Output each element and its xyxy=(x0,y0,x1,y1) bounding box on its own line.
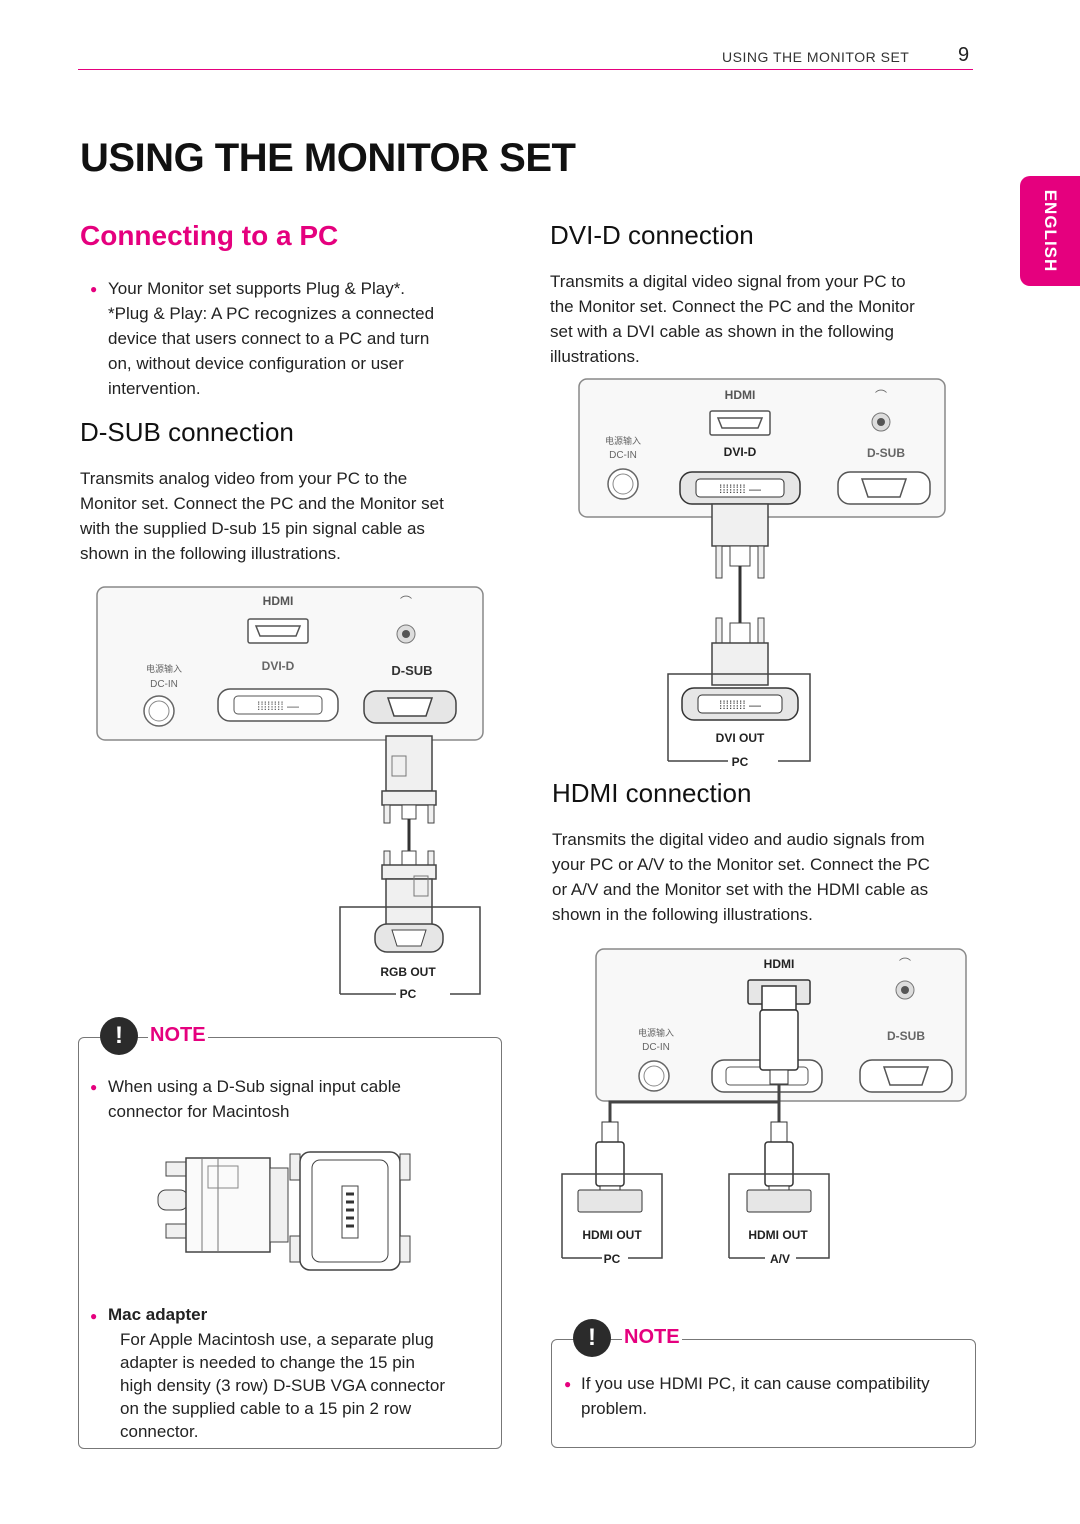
plug-play-text: Your Monitor set supports Plug & Play*. xyxy=(108,279,406,298)
bullet-icon: ● xyxy=(90,1080,98,1094)
text-line: If you use HDMI PC, it can cause compati… xyxy=(581,1374,930,1393)
section-heading-hdmi: HDMI connection xyxy=(552,778,752,808)
note-box-left xyxy=(78,1037,502,1449)
text-line: with the supplied D-sub 15 pin signal ca… xyxy=(80,519,425,538)
dcin-label: DC-IN xyxy=(150,679,178,690)
note-icon: ! xyxy=(100,1017,138,1055)
av-label: A/V xyxy=(770,1252,790,1266)
text-line: on the supplied cable to a 15 pin 2 row xyxy=(120,1399,412,1418)
page-number: 9 xyxy=(958,44,970,66)
text-line: high density (3 row) D-SUB VGA connector xyxy=(120,1376,446,1395)
footnote-line: on, without device configuration or user xyxy=(108,354,404,373)
headphone-icon: ⌒ xyxy=(899,957,911,971)
mac-adapter-illustration xyxy=(157,1151,411,1271)
text-line: set with a DVI cable as shown in the fol… xyxy=(550,322,894,341)
pc-label: PC xyxy=(604,1252,621,1266)
text-line: Transmits a digital video signal from yo… xyxy=(550,272,906,291)
dcin-cn-label: 电源输入 xyxy=(605,435,641,446)
language-tab: ENGLISH xyxy=(1020,176,1080,286)
text-line: the Monitor set. Connect the PC and the … xyxy=(550,297,915,316)
pc-label: PC xyxy=(732,755,749,769)
section-heading-dsub: D-SUB connection xyxy=(80,417,294,447)
text-line: shown in the following illustrations. xyxy=(80,544,341,563)
footnote-line: device that users connect to a PC and tu… xyxy=(108,329,430,348)
header-rule xyxy=(78,69,973,70)
text-line: Transmits analog video from your PC to t… xyxy=(80,469,408,488)
text-line: shown in the following illustrations. xyxy=(552,905,813,924)
hdmi-port-label: HDMI xyxy=(725,388,756,402)
text-line: When using a D-Sub signal input cable xyxy=(108,1077,401,1096)
dsub-port-label: D-SUB xyxy=(867,446,905,460)
hdmi-description: Transmits the digital video and audio si… xyxy=(552,827,982,927)
dsub-port-label: D-SUB xyxy=(887,1029,925,1043)
note-box-right xyxy=(551,1339,976,1448)
svg-text:⁞⁞⁞⁞⁞⁞⁞⁞ —: ⁞⁞⁞⁞⁞⁞⁞⁞ — xyxy=(257,699,299,713)
dvi-out-label: DVI OUT xyxy=(716,731,765,745)
headphone-icon: ⌒ xyxy=(400,595,412,609)
dvid-port-label: DVI-D xyxy=(262,659,295,673)
text-line: illustrations. xyxy=(550,347,640,366)
dsub-port-label: D-SUB xyxy=(391,663,432,678)
footnote-line: *Plug & Play: A PC recognizes a connecte… xyxy=(108,304,435,323)
text-line: your PC or A/V to the Monitor set. Conne… xyxy=(552,855,930,874)
section-heading-dvid: DVI-D connection xyxy=(550,220,754,250)
dcin-cn-label: 电源输入 xyxy=(146,663,182,674)
text-line: Transmits the digital video and audio si… xyxy=(552,830,925,849)
running-header: USING THE MONITOR SET xyxy=(722,49,910,65)
hdmi-out-label: HDMI OUT xyxy=(748,1228,808,1242)
headphone-icon: ⌒ xyxy=(875,389,887,403)
hdmi-connection-diagram: HDMI ⌒ 电源输入 DC-IN D-SUB HDMI OUT PC HDMI… xyxy=(561,948,967,1266)
plug-play-footnote: *Plug & Play: A PC recognizes a connecte… xyxy=(108,301,508,401)
hdmi-port-label: HDMI xyxy=(263,594,294,608)
note-label: NOTE xyxy=(622,1326,682,1349)
text-line: problem. xyxy=(581,1399,648,1418)
note-label: NOTE xyxy=(148,1024,208,1047)
mac-adapter-text: For Apple Macintosh use, a separate plug… xyxy=(120,1328,445,1443)
dsub-connection-diagram: HDMI ⌒ 电源输入 DC-IN DVI-D ⁞⁞⁞⁞⁞⁞⁞⁞ — D-SUB… xyxy=(96,586,484,1001)
text-line: For Apple Macintosh use, a separate plug xyxy=(120,1330,434,1349)
hdmi-port-label: HDMI xyxy=(764,957,795,971)
language-tab-label: ENGLISH xyxy=(1041,189,1060,273)
svg-text:⁞⁞⁞⁞⁞⁞⁞⁞ —: ⁞⁞⁞⁞⁞⁞⁞⁞ — xyxy=(719,698,761,712)
hdmi-note-text: If you use HDMI PC, it can cause compati… xyxy=(581,1371,930,1421)
dvid-connection-diagram: HDMI ⌒ 电源输入 DC-IN DVI-D ⁞⁞⁞⁞⁞⁞⁞⁞ — D-SUB… xyxy=(578,378,946,769)
dcin-cn-label: 电源输入 xyxy=(638,1027,674,1038)
rgb-out-label: RGB OUT xyxy=(380,965,436,979)
mac-adapter-title: Mac adapter xyxy=(108,1305,208,1324)
dvid-description: Transmits a digital video signal from yo… xyxy=(550,269,970,369)
text-line: connector for Macintosh xyxy=(108,1102,290,1121)
dvid-port-label: DVI-D xyxy=(724,445,757,459)
page-title: USING THE MONITOR SET xyxy=(80,136,576,180)
section-heading-connecting: Connecting to a PC xyxy=(80,220,339,251)
dcin-label: DC-IN xyxy=(642,1042,670,1053)
svg-text:⁞⁞⁞⁞⁞⁞⁞⁞ —: ⁞⁞⁞⁞⁞⁞⁞⁞ — xyxy=(719,482,761,496)
bullet-icon: ● xyxy=(90,1309,98,1323)
bullet-icon: ● xyxy=(564,1377,572,1391)
mac-note-text: When using a D-Sub signal input cable co… xyxy=(108,1074,401,1124)
note-icon: ! xyxy=(573,1319,611,1357)
text-line: connector. xyxy=(120,1422,199,1441)
dsub-description: Transmits analog video from your PC to t… xyxy=(80,466,500,566)
hdmi-out-label: HDMI OUT xyxy=(582,1228,642,1242)
text-line: adapter is needed to change the 15 pin xyxy=(120,1353,415,1372)
bullet-icon: ● xyxy=(90,282,98,296)
text-line: or A/V and the Monitor set with the HDMI… xyxy=(552,880,929,899)
pc-label: PC xyxy=(400,987,417,1001)
footnote-line: intervention. xyxy=(108,379,201,398)
dcin-label: DC-IN xyxy=(609,450,637,461)
text-line: Monitor set. Connect the PC and the Moni… xyxy=(80,494,444,513)
